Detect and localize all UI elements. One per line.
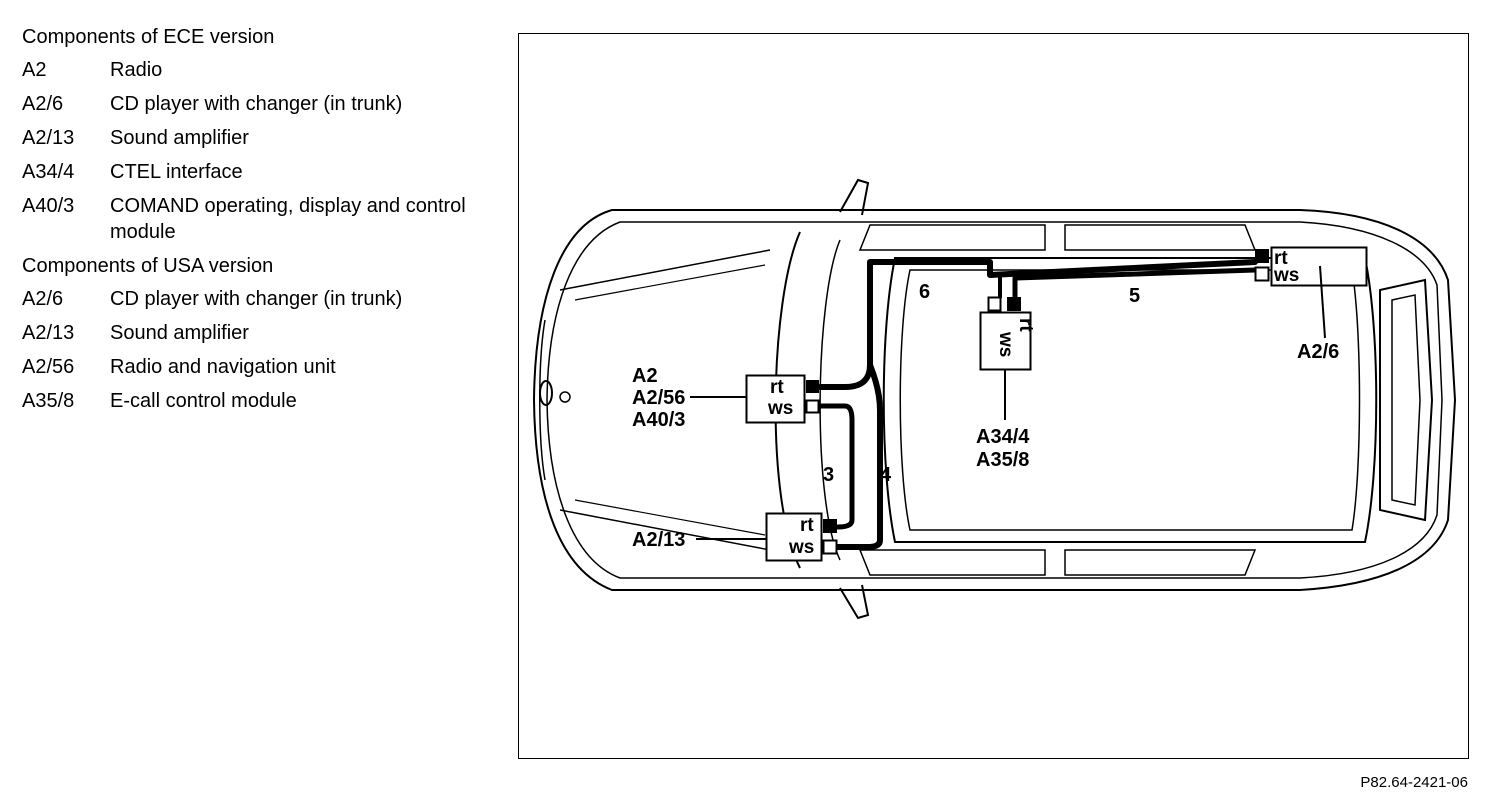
side-mirror-bottom (839, 584, 870, 620)
figure-number: P82.64-2421-06 (1360, 774, 1468, 791)
interface-box (979, 311, 1032, 371)
legend-desc: Radio and navigation unit (110, 356, 336, 378)
cd-changer-unit: rt ws (1254, 246, 1368, 287)
cable-5 (1012, 267, 1258, 300)
legend-code: A40/3 (22, 195, 75, 217)
side-window-bottom-front (858, 549, 1046, 576)
legend-usa-section: Components of USA version A2/6 CD player … (22, 253, 492, 414)
cd-changer-connector-white (1254, 266, 1270, 282)
label-interface-a34-4: A34/4 (976, 426, 1030, 448)
hood-crease-bottom (574, 499, 766, 536)
roof-inner (899, 269, 1361, 531)
emblem-dot (559, 391, 571, 403)
radio-connector-red (806, 380, 819, 393)
cable-label-5: 5 (1129, 285, 1140, 307)
interface-connector-white-label: ws (995, 331, 1016, 357)
radio-box (745, 374, 806, 424)
legend-code: A2/6 (22, 93, 64, 115)
cable-6 (817, 259, 1258, 390)
legend-item: A2 Radio (22, 57, 492, 83)
diagram-frame (518, 33, 1469, 759)
label-radio-a40-3: A40/3 (632, 409, 685, 431)
radio-connector-red-label: rt (770, 377, 784, 398)
side-window-top-rear (1064, 224, 1257, 251)
cable-3 (815, 403, 855, 530)
legend-code: A34/4 (22, 161, 75, 183)
radio-connector-white-label: ws (767, 398, 793, 419)
legend-desc: Sound amplifier (110, 127, 249, 149)
legend-desc: COMAND operating, display and control mo… (110, 195, 466, 243)
cd-changer-connector-red-label: rt (1274, 248, 1288, 269)
amplifier-connector-red (823, 519, 837, 533)
legend-code: A2/56 (22, 356, 75, 378)
hood-line-bottom (559, 509, 771, 551)
cable-4 (835, 362, 883, 550)
rear-window-inner (1391, 294, 1421, 506)
amplifier-connector-red-label: rt (800, 515, 814, 536)
side-window-top-front (858, 224, 1046, 251)
label-cd-changer: A2/6 (1297, 341, 1339, 363)
radio-connector-white (805, 399, 820, 414)
legend-item: A40/3 COMAND operating, display and contr… (22, 193, 492, 245)
legend-item: A34/4 CTEL interface (22, 159, 492, 185)
front-grille (539, 319, 546, 481)
leader-cd-changer (1319, 265, 1326, 339)
legend-code: A2/13 (22, 322, 75, 344)
cd-changer-connector-red (1255, 249, 1269, 263)
legend-desc: CD player with changer (in trunk) (110, 288, 403, 310)
cd-changer-box (1270, 246, 1368, 287)
legend-ece-section: Components of ECE version A2 Radio A2/6 CD… (22, 24, 492, 245)
legend-usa-title: Components of USA version (22, 255, 274, 277)
interface-connector-white (987, 296, 1002, 312)
cables (815, 259, 1258, 550)
legend-code: A2/13 (22, 127, 75, 149)
windshield-inner (819, 239, 841, 561)
emblem (539, 380, 553, 406)
side-window-bottom-rear (1064, 549, 1257, 576)
legend-code: A35/8 (22, 390, 75, 412)
interface-connector-red-label: rt (1015, 318, 1036, 332)
legend-ece-title: Components of ECE version (22, 26, 275, 48)
legend-code: A2 (22, 59, 47, 81)
legend-desc: Radio (110, 59, 163, 81)
label-amplifier: A2/13 (632, 529, 685, 551)
cable-label-4: 4 (880, 464, 892, 486)
cable-label-6: 6 (919, 281, 930, 303)
car-body-inner (546, 221, 1443, 579)
hood-crease-top (574, 264, 766, 301)
legend-desc: Sound amplifier (110, 322, 249, 344)
amplifier-connector-white (822, 539, 838, 555)
cable-label-3: 3 (823, 464, 834, 486)
legend-desc: CTEL interface (110, 161, 243, 183)
side-mirror-top (839, 178, 870, 216)
legend-item: A2/13 Sound amplifier (22, 320, 492, 346)
label-radio-a2: A2 (632, 365, 658, 387)
label-interface-a35-8: A35/8 (976, 449, 1029, 471)
hood-line-top (559, 249, 771, 291)
legend-item: A2/6 CD player with changer (in trunk) (22, 286, 492, 312)
amplifier-unit: rt ws (765, 512, 838, 562)
rear-window (1379, 278, 1434, 522)
roof (882, 257, 1378, 543)
legend-item: A35/8 E-call control module (22, 388, 492, 414)
radio-unit: rt ws (745, 374, 820, 424)
label-radio-a2-56: A2/56 (632, 387, 685, 409)
leader-lines (690, 265, 1326, 540)
legend-item: A2/56 Radio and navigation unit (22, 354, 492, 380)
interface-connector-red (1007, 297, 1021, 311)
cd-changer-connector-white-label: ws (1273, 265, 1299, 286)
legend-item: A2/6 CD player with changer (in trunk) (22, 91, 492, 117)
legend-code: A2/6 (22, 288, 64, 310)
amplifier-box (765, 512, 823, 562)
amplifier-connector-white-label: ws (788, 537, 814, 558)
legend-desc: E-call control module (110, 390, 297, 412)
legend-item: A2/13 Sound amplifier (22, 125, 492, 151)
interface-unit: ws rt (979, 296, 1036, 371)
car-body-outer (532, 209, 1457, 591)
legend-desc: CD player with changer (in trunk) (110, 93, 403, 115)
